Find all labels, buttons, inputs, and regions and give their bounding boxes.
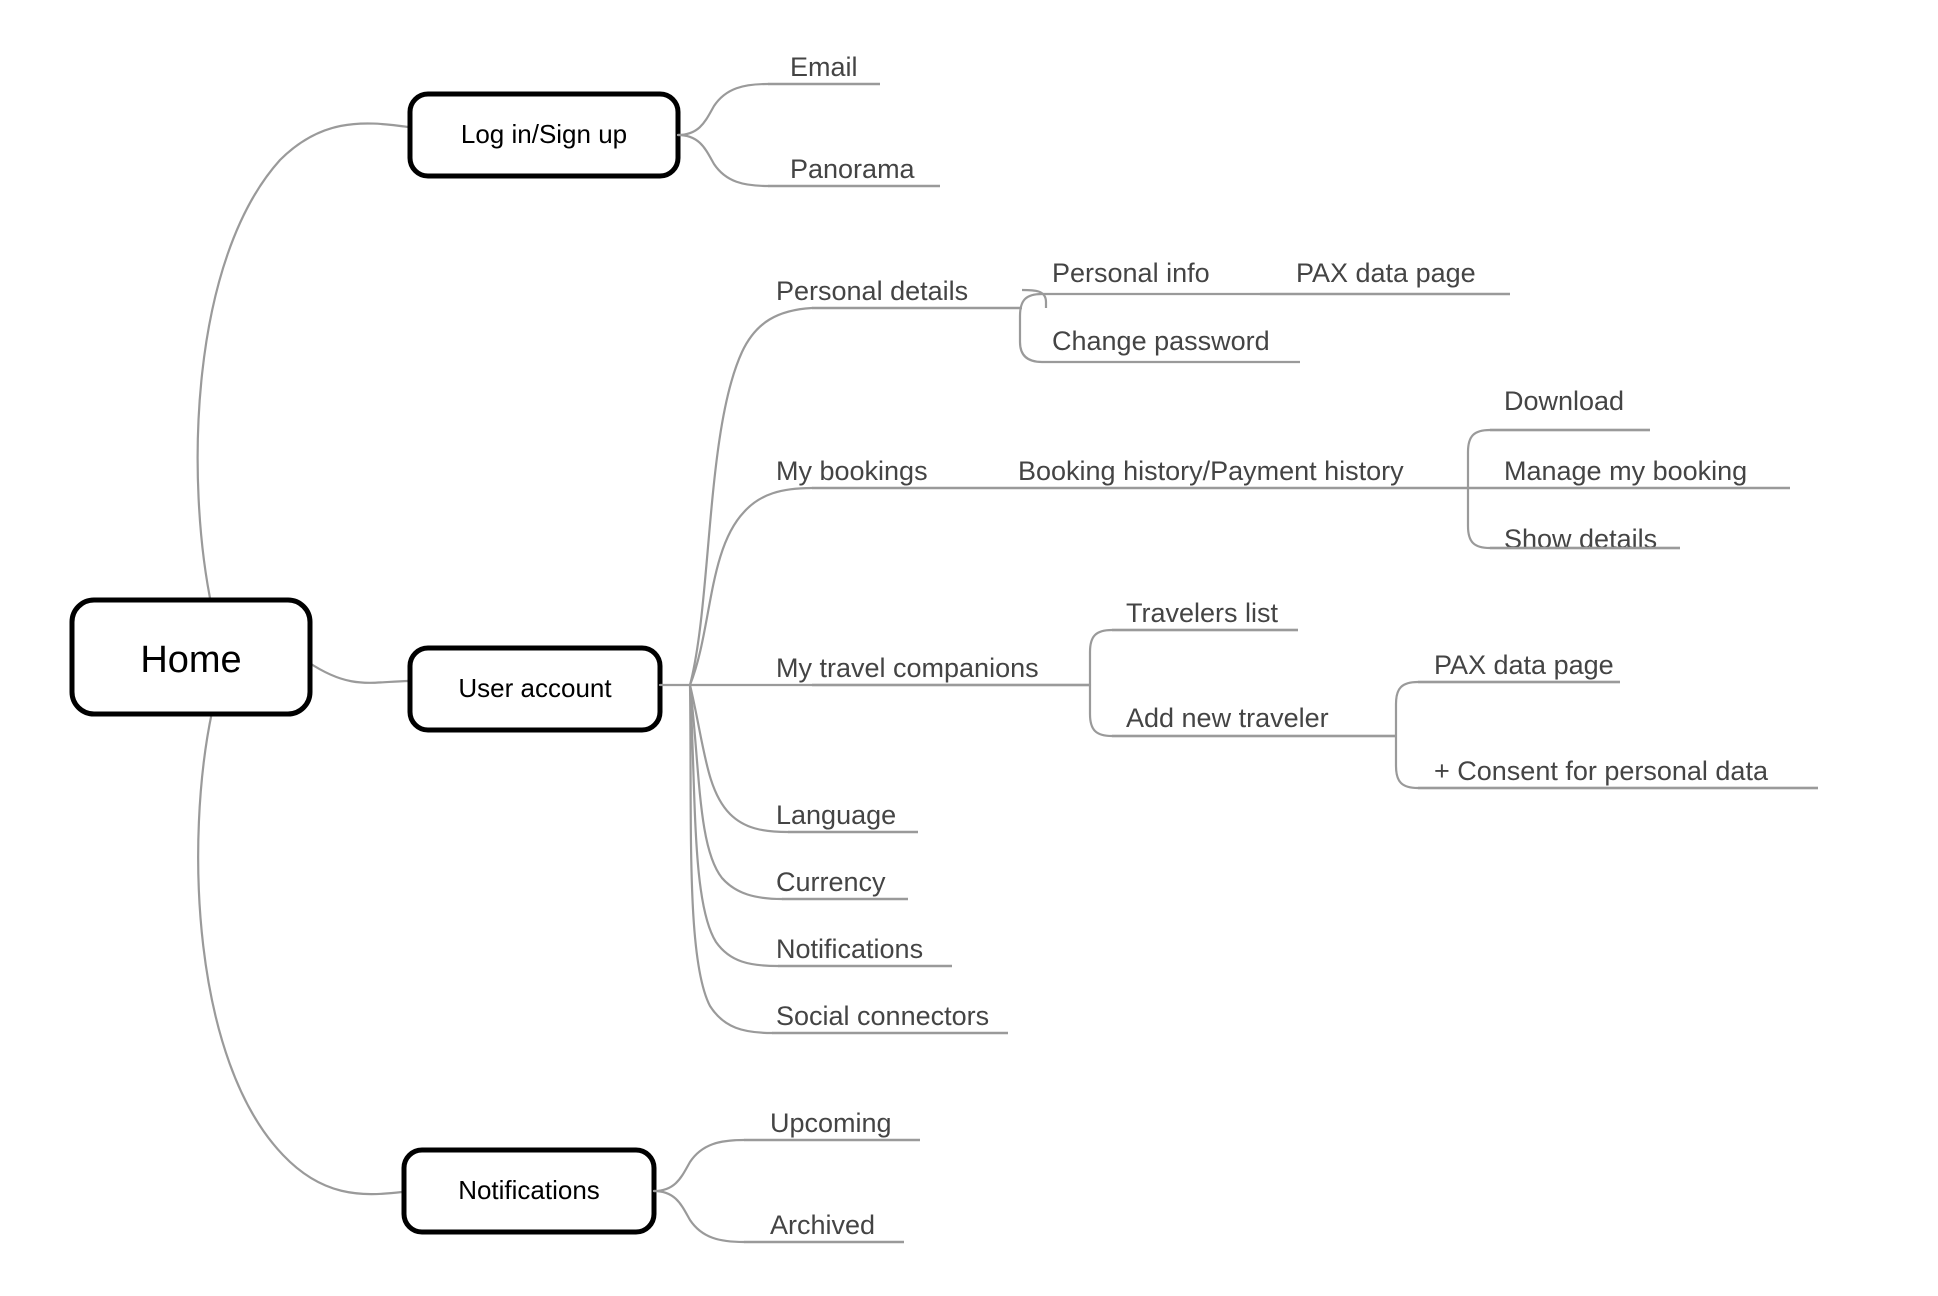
node-notifications-label: Notifications	[458, 1175, 600, 1205]
leaf-consent-personal-data-label: + Consent for personal data	[1434, 756, 1769, 786]
leaf-archived-label: Archived	[770, 1210, 875, 1240]
leaf-booking-payment-history-label: Booking history/Payment history	[1018, 456, 1404, 486]
login-children-connectors	[676, 82, 940, 188]
leaf-personal-info-label: Personal info	[1052, 258, 1210, 288]
leaf-upcoming-label: Upcoming	[770, 1108, 892, 1138]
node-login-signup-label: Log in/Sign up	[461, 119, 627, 149]
connector-home-to-user-account	[306, 660, 410, 684]
connector-ua-to-social-connectors	[688, 683, 774, 1035]
root-connector-group	[196, 122, 410, 1196]
node-home-label: Home	[140, 639, 241, 681]
leaf-email-label: Email	[790, 52, 858, 82]
connector-login-to-panorama	[676, 133, 770, 188]
connector-ua-to-my-bookings	[688, 486, 814, 687]
connector-ua-to-notifications-leaf	[688, 683, 780, 968]
spine-personal-details	[1021, 288, 1048, 308]
leaf-travelers-list-label: Travelers list	[1126, 598, 1279, 628]
leaf-pax-data-page-2-label: PAX data page	[1434, 650, 1614, 680]
connector-home-to-login	[196, 122, 410, 610]
leaf-notifications-label: Notifications	[776, 934, 923, 964]
leaf-currency-label: Currency	[776, 867, 886, 897]
node-user-account-box[interactable]	[407, 645, 663, 733]
node-user-account-label: User account	[458, 673, 612, 703]
connector-home-to-notifications	[197, 710, 404, 1196]
connector-ua-to-language	[688, 683, 790, 834]
node-home[interactable]: Home	[69, 597, 313, 717]
leaf-social-connectors-label: Social connectors	[776, 1001, 989, 1031]
connector-ua-to-currency	[688, 683, 784, 901]
leaf-pax-data-page-1-label: PAX data page	[1296, 258, 1476, 288]
node-login-signup[interactable]: Log in/Sign up	[407, 91, 681, 179]
leaf-personal-details-label: Personal details	[776, 276, 968, 306]
connector-login-to-email	[676, 82, 770, 137]
node-notifications[interactable]: Notifications	[401, 1147, 657, 1235]
leaf-download-label: Download	[1504, 386, 1624, 416]
leaf-add-new-traveler-label: Add new traveler	[1126, 703, 1329, 733]
leaf-panorama-label: Panorama	[790, 154, 916, 184]
leaf-show-details-label: Show details	[1504, 524, 1657, 554]
node-home-box[interactable]	[69, 597, 313, 717]
user-account-fan-connectors	[658, 306, 1092, 1035]
leaf-my-bookings-label: My bookings	[776, 456, 928, 486]
leaf-language-label: Language	[776, 800, 896, 830]
spine-personal-details-bracket	[1018, 292, 1300, 364]
connector-notifications-to-upcoming	[652, 1138, 746, 1193]
connector-notifications-to-archived	[652, 1189, 746, 1244]
connector-ua-to-personal-details	[688, 306, 814, 687]
leaf-manage-my-booking-label: Manage my booking	[1504, 456, 1747, 486]
leaf-change-password-label: Change password	[1052, 326, 1270, 356]
node-user-account[interactable]: User account	[407, 645, 663, 733]
notifications-children-connectors	[652, 1138, 920, 1244]
leaf-my-travel-companions-label: My travel companions	[776, 653, 1039, 683]
